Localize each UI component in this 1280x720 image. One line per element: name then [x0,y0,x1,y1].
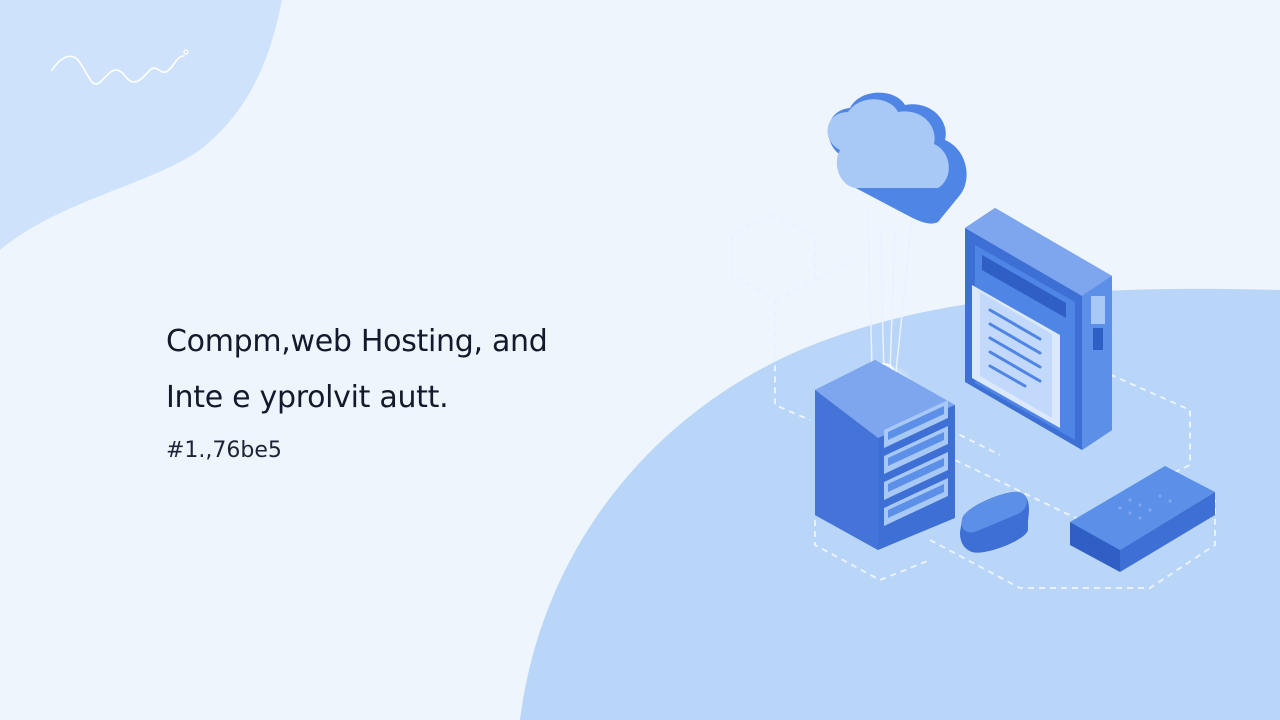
storage-device-icon [960,491,1029,553]
server-rack-icon [815,360,955,550]
document-server-icon [965,208,1112,450]
hero-copy: Compm,web Hosting, and Inte e yprolvit a… [166,314,646,426]
tag-code: #1.,76be5 [166,438,282,463]
vertical-links [867,209,913,373]
headline-line-1: Compm,web Hosting, and [166,324,548,359]
rack-drawers [884,400,948,526]
squiggle-icon [51,55,185,85]
keyboard-device-icon [1070,466,1215,572]
cloud-icon [827,92,967,224]
headline-line-2: Inte e yprolvit autt. [166,380,449,415]
top-left-blob [0,0,282,250]
